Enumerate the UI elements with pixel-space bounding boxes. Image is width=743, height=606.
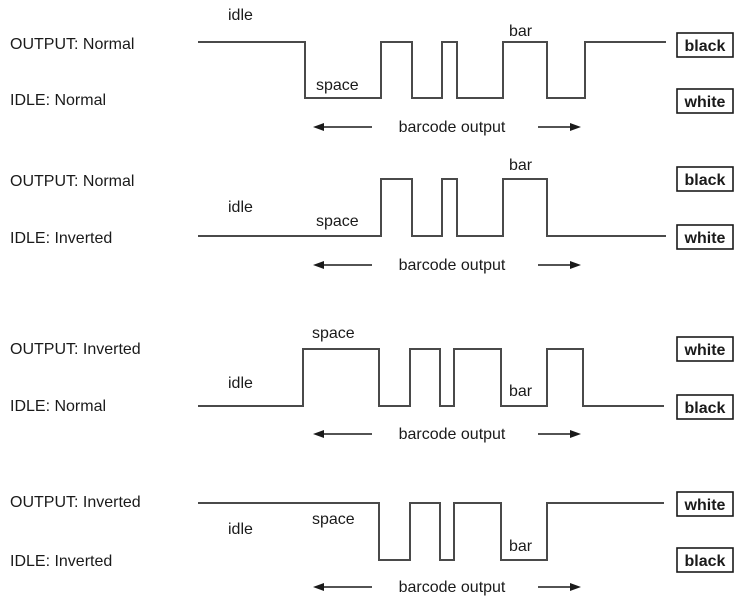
left-arrow-head bbox=[313, 583, 324, 591]
right-arrow-head bbox=[570, 261, 581, 269]
panel-output-inverted-idle-inverted: OUTPUT: Inverted IDLE: Inverted idle spa… bbox=[10, 491, 734, 596]
space-annotation: space bbox=[316, 77, 359, 94]
signal-waveform bbox=[198, 502, 664, 561]
output-mode-label: OUTPUT: Inverted bbox=[10, 494, 141, 511]
barcode-output-label: barcode output bbox=[399, 579, 506, 596]
barcode-output-span: barcode output bbox=[313, 257, 581, 274]
output-mode-label: OUTPUT: Normal bbox=[10, 36, 134, 53]
bar-annotation: bar bbox=[509, 538, 533, 555]
top-level-box: black bbox=[676, 32, 734, 58]
space-annotation: space bbox=[312, 325, 355, 342]
panel-output-normal-idle-normal: OUTPUT: Normal IDLE: Normal idle space b… bbox=[10, 7, 734, 136]
output-mode-label: OUTPUT: Normal bbox=[10, 173, 134, 190]
idle-annotation: idle bbox=[228, 7, 253, 24]
barcode-output-label: barcode output bbox=[399, 257, 506, 274]
bottom-level-label: black bbox=[685, 400, 726, 417]
bottom-level-label: black bbox=[685, 553, 726, 570]
bar-annotation: bar bbox=[509, 383, 533, 400]
top-level-label: white bbox=[684, 342, 726, 359]
bar-annotation: bar bbox=[509, 23, 533, 40]
bottom-level-label: white bbox=[684, 94, 726, 111]
panel-output-normal-idle-inverted: OUTPUT: Normal IDLE: Inverted idle space… bbox=[10, 157, 734, 274]
left-arrow-head bbox=[313, 430, 324, 438]
space-annotation: space bbox=[312, 511, 355, 528]
idle-mode-label: IDLE: Inverted bbox=[10, 553, 112, 570]
bottom-level-label: white bbox=[684, 230, 726, 247]
right-arrow-head bbox=[570, 123, 581, 131]
right-arrow-head bbox=[570, 430, 581, 438]
top-level-box: black bbox=[676, 166, 734, 192]
idle-annotation: idle bbox=[228, 521, 253, 538]
top-level-box: white bbox=[676, 336, 734, 362]
signal-waveform bbox=[198, 41, 666, 99]
bottom-level-box: white bbox=[676, 88, 734, 114]
barcode-output-span: barcode output bbox=[313, 119, 581, 136]
space-annotation: space bbox=[316, 213, 359, 230]
idle-mode-label: IDLE: Normal bbox=[10, 92, 106, 109]
idle-mode-label: IDLE: Normal bbox=[10, 398, 106, 415]
idle-annotation: idle bbox=[228, 375, 253, 392]
top-level-label: black bbox=[685, 38, 726, 55]
bottom-level-box: black bbox=[676, 547, 734, 573]
top-level-box: white bbox=[676, 491, 734, 517]
idle-annotation: idle bbox=[228, 199, 253, 216]
output-mode-label: OUTPUT: Inverted bbox=[10, 341, 141, 358]
top-level-label: black bbox=[685, 172, 726, 189]
right-arrow-head bbox=[570, 583, 581, 591]
barcode-output-span: barcode output bbox=[313, 426, 581, 443]
barcode-output-span: barcode output bbox=[313, 579, 581, 596]
idle-mode-label: IDLE: Inverted bbox=[10, 230, 112, 247]
panel-output-inverted-idle-normal: OUTPUT: Inverted IDLE: Normal idle space… bbox=[10, 325, 734, 443]
barcode-output-label: barcode output bbox=[399, 426, 506, 443]
signal-waveform bbox=[198, 348, 664, 407]
bottom-level-box: white bbox=[676, 224, 734, 250]
bottom-level-box: black bbox=[676, 394, 734, 420]
top-level-label: white bbox=[684, 497, 726, 514]
signal-waveform bbox=[198, 178, 666, 237]
left-arrow-head bbox=[313, 123, 324, 131]
barcode-output-label: barcode output bbox=[399, 119, 506, 136]
bar-annotation: bar bbox=[509, 157, 533, 174]
left-arrow-head bbox=[313, 261, 324, 269]
